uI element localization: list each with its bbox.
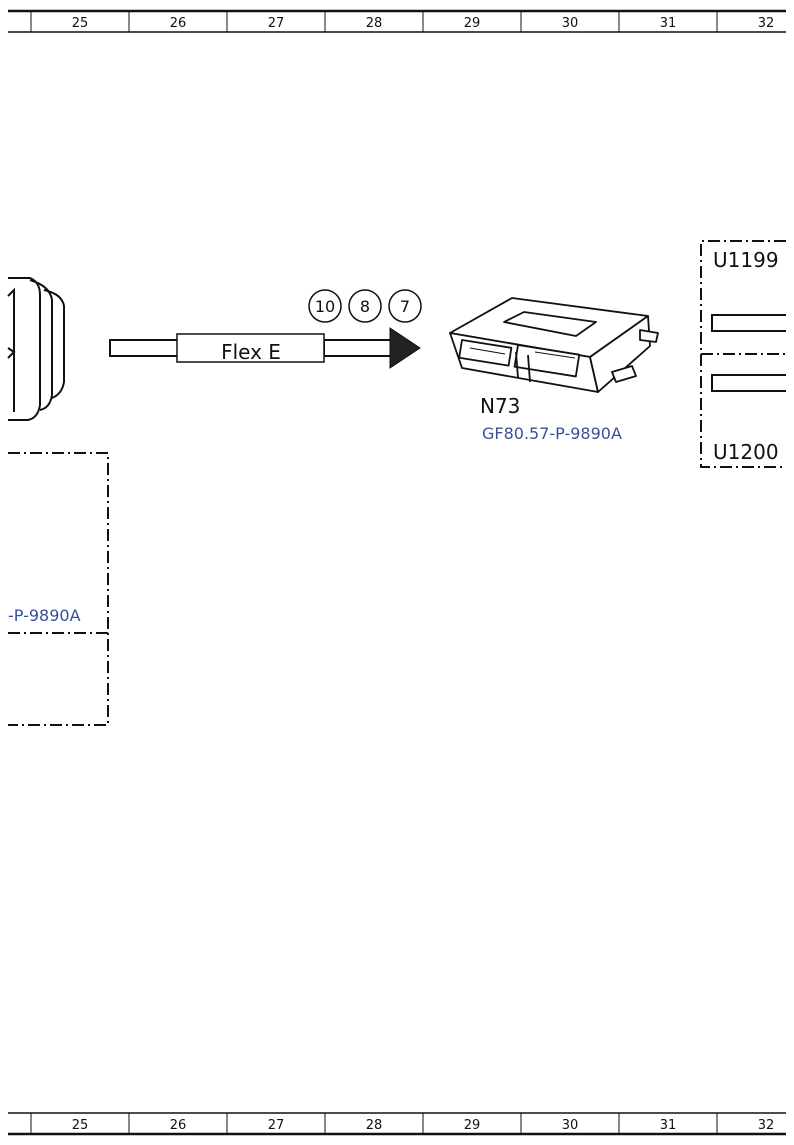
flex-e-label-box <box>176 333 325 363</box>
circled-ref-icon <box>388 289 422 323</box>
arrow-right-icon <box>389 327 421 369</box>
ruler-col-30: 30 <box>562 16 579 31</box>
right-dashdot-boxes <box>700 240 786 468</box>
ruler-col-31: 31 <box>660 16 677 31</box>
u1200-label: U1200 <box>713 440 779 464</box>
ruler-col-28: 28 <box>366 16 383 31</box>
n73-ref-link[interactable]: GF80.57-P-9890A <box>482 424 622 443</box>
ruler-col-26: 26 <box>170 1118 187 1133</box>
ruler-col-27: 27 <box>268 16 285 31</box>
circled-ref-icon <box>308 289 342 323</box>
ruler-col-28: 28 <box>366 1118 383 1133</box>
flex-e-label: Flex E <box>221 340 281 364</box>
circled-ref-8: 8 <box>360 297 370 316</box>
ruler-col-26: 26 <box>170 16 187 31</box>
ruler-col-32: 32 <box>758 1118 775 1133</box>
n73-control-unit-icon <box>449 297 659 393</box>
ruler-col-30: 30 <box>562 1118 579 1133</box>
ruler-col-29: 29 <box>464 1118 481 1133</box>
bottom-ruler: 25 26 27 28 29 30 31 32 <box>8 1112 786 1136</box>
ruler-col-29: 29 <box>464 16 481 31</box>
circled-ref-icon <box>348 289 382 323</box>
ruler-col-25: 25 <box>72 16 89 31</box>
left-module-partial <box>7 277 65 421</box>
circled-refs: 10 8 7 <box>308 289 422 323</box>
top-ruler: 25 26 27 28 29 30 31 32 <box>8 9 786 33</box>
left-dashdot-box <box>8 452 109 726</box>
ruler-col-25: 25 <box>72 1118 89 1133</box>
n73-label: N73 <box>480 394 520 418</box>
right-connector-bars <box>711 314 786 392</box>
ruler-col-31: 31 <box>660 1118 677 1133</box>
left-box-ref: -P-9890A <box>8 606 81 625</box>
flex-e-bus <box>109 327 421 369</box>
circled-ref-7: 7 <box>400 297 410 316</box>
ruler-col-32: 32 <box>758 16 775 31</box>
u1199-label: U1199 <box>713 248 779 272</box>
ruler-col-27: 27 <box>268 1118 285 1133</box>
circled-ref-10: 10 <box>315 297 335 316</box>
